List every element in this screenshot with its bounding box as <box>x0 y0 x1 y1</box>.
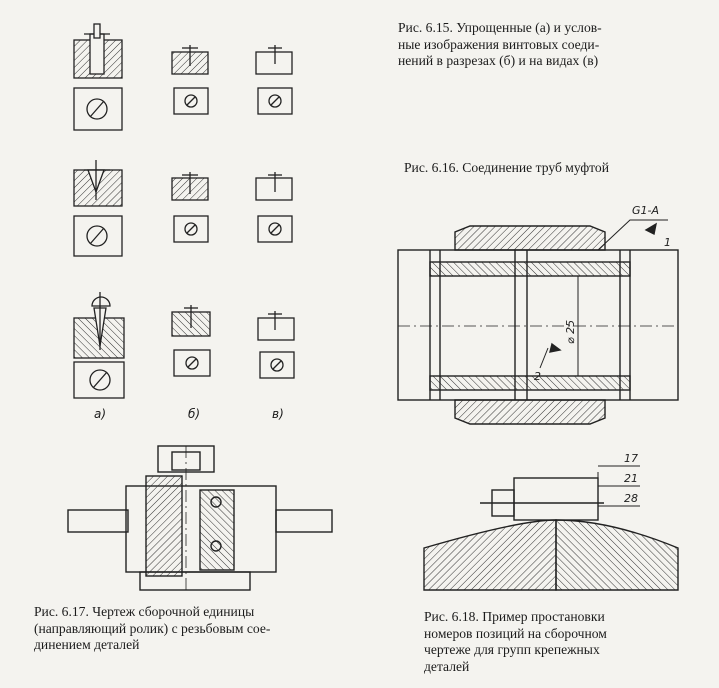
diameter-label: ⌀ 25 <box>564 320 577 344</box>
fig-6-16-drawing <box>397 219 679 425</box>
caption-fig-6-17: Рис. 6.17. Чертеж сборочной единицы (нап… <box>34 604 270 654</box>
position-2-label: 2 <box>534 370 541 383</box>
caption-line: деталей <box>424 658 470 674</box>
caption-fig-6-15: Рис. 6.15. Упрощенные (а) и услов- ные и… <box>398 20 602 70</box>
position-17-label: 17 <box>624 452 638 465</box>
position-21-label: 21 <box>624 472 638 485</box>
caption-line: нений в разрезах (б) и на видах (в) <box>398 53 599 68</box>
weld-mark-label: G1-A <box>632 204 659 217</box>
caption-fig-6-18: Рис. 6.18. Пример простановки номеров по… <box>424 609 607 675</box>
caption-line: Рис. 6.15. Упрощенные (а) и услов- <box>398 20 602 35</box>
column-label-a: а) <box>94 407 107 421</box>
fig-6-15-drawings <box>73 23 295 399</box>
caption-fig-6-16: Рис. 6.16. Соединение труб муфтой <box>404 160 609 177</box>
caption-line: Рис. 6.17. Чертеж сборочной единицы <box>34 604 255 619</box>
caption-line: номеров позиций на сборочном <box>424 625 607 641</box>
column-label-v: в) <box>272 407 284 421</box>
position-28-label: 28 <box>624 492 638 505</box>
caption-line: динением деталей <box>34 637 140 652</box>
fig-6-18-drawing <box>423 465 679 591</box>
position-1-label: 1 <box>664 236 671 249</box>
column-label-b: б) <box>188 407 201 421</box>
caption-line: Рис. 6.18. Пример простановки <box>424 609 605 624</box>
caption-line: Рис. 6.16. Соединение труб муфтой <box>404 160 609 175</box>
caption-line: чертеже для групп крепежных <box>424 642 600 657</box>
fig-6-17-drawing <box>67 445 333 591</box>
caption-line: (направляющий ролик) с резьбовым сое- <box>34 620 271 636</box>
caption-line: ные изображения винтовых соеди- <box>398 36 600 52</box>
